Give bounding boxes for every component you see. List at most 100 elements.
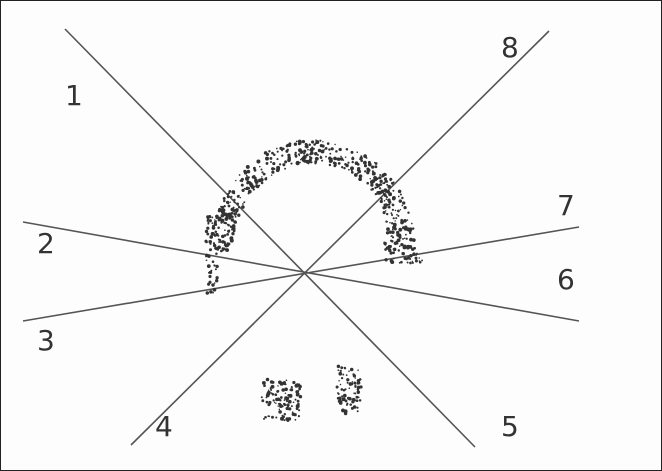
arc-speckle bbox=[212, 260, 215, 263]
cluster-speckle bbox=[338, 380, 340, 382]
arc-speckle bbox=[294, 143, 297, 146]
arc-speckle bbox=[358, 170, 362, 174]
arc-speckle bbox=[218, 208, 221, 211]
arc-speckle bbox=[302, 140, 304, 142]
cluster-speckle bbox=[352, 373, 354, 375]
arc-speckle bbox=[396, 241, 399, 244]
cluster-speckle bbox=[292, 413, 296, 417]
cluster-speckle bbox=[349, 387, 351, 389]
arc-speckle bbox=[346, 148, 349, 151]
cluster-speckle bbox=[354, 393, 356, 395]
arc-speckle bbox=[325, 156, 327, 158]
arc-speckle bbox=[319, 140, 321, 142]
arc-speckle bbox=[400, 193, 402, 195]
cluster-speckle bbox=[278, 410, 282, 414]
arc-speckle bbox=[209, 290, 213, 294]
arc-speckle bbox=[233, 199, 235, 201]
cluster-speckle bbox=[350, 382, 353, 385]
arc-speckle bbox=[401, 197, 403, 199]
cluster-speckle bbox=[349, 403, 352, 406]
arc-speckle bbox=[388, 206, 391, 209]
region-label-2: 2 bbox=[37, 227, 55, 260]
arc-speckle bbox=[403, 245, 406, 248]
arc-speckle bbox=[208, 215, 211, 218]
arc-speckle bbox=[206, 291, 209, 294]
arc-speckle bbox=[272, 162, 275, 165]
arc-speckle bbox=[408, 229, 411, 232]
arc-speckle bbox=[386, 181, 388, 183]
arc-speckle bbox=[340, 156, 342, 158]
cluster-speckle bbox=[285, 392, 287, 394]
arc-speckle bbox=[408, 245, 412, 249]
arc-speckle bbox=[227, 193, 229, 195]
cluster-speckle bbox=[357, 369, 359, 371]
arc-speckle bbox=[323, 149, 325, 151]
arc-speckle bbox=[320, 156, 323, 159]
arc-speckle bbox=[245, 188, 247, 190]
cluster-speckle bbox=[284, 403, 287, 406]
arc-speckle bbox=[261, 169, 263, 171]
line-4-8 bbox=[131, 31, 549, 445]
arc-speckle bbox=[404, 238, 406, 240]
arc-speckle bbox=[261, 171, 263, 173]
cluster-speckle bbox=[347, 382, 349, 384]
arc-speckle bbox=[235, 208, 238, 211]
arc-speckle bbox=[281, 154, 283, 156]
arc-speckle bbox=[268, 150, 270, 152]
cluster-speckle bbox=[346, 378, 349, 381]
arc-speckle bbox=[376, 191, 380, 195]
region-label-5: 5 bbox=[501, 410, 519, 443]
arc-speckle bbox=[366, 182, 369, 185]
cluster-speckle bbox=[291, 386, 293, 388]
arc-speckle bbox=[398, 249, 400, 251]
arc-speckle bbox=[227, 202, 229, 204]
arc-speckle bbox=[320, 144, 323, 147]
arc-speckle bbox=[347, 162, 349, 164]
arc-speckle bbox=[315, 139, 316, 140]
arc-speckle bbox=[391, 240, 394, 243]
cluster-speckle bbox=[340, 388, 343, 391]
arc-speckle bbox=[256, 160, 260, 164]
arc-speckle bbox=[379, 183, 382, 186]
arc-speckle bbox=[225, 248, 229, 252]
arc-speckle bbox=[384, 182, 386, 184]
arc-speckle bbox=[398, 190, 402, 194]
cluster-speckle bbox=[286, 407, 289, 410]
arc-speckle bbox=[342, 159, 344, 161]
arc-speckle bbox=[389, 231, 392, 234]
cluster-speckle bbox=[271, 385, 275, 389]
arc-speckle bbox=[412, 252, 416, 256]
arc-speckle bbox=[339, 148, 341, 150]
cluster-speckle bbox=[341, 395, 343, 397]
arc-speckle bbox=[352, 161, 354, 163]
arc-speckle bbox=[395, 210, 397, 212]
arc-speckle bbox=[224, 217, 228, 221]
arc-speckle bbox=[265, 157, 269, 161]
cluster-speckle bbox=[295, 399, 297, 401]
arc-speckle bbox=[269, 157, 272, 160]
arc-speckle bbox=[363, 161, 367, 165]
arc-speckle bbox=[236, 211, 238, 213]
arc-speckle bbox=[359, 178, 362, 181]
arc-speckle bbox=[328, 148, 330, 150]
arc-speckle bbox=[384, 258, 387, 261]
arc-speckle bbox=[400, 261, 403, 264]
cluster-speckle bbox=[263, 418, 265, 420]
cluster-speckle bbox=[288, 400, 292, 404]
arc-speckle bbox=[213, 288, 217, 292]
arc-speckle bbox=[350, 166, 354, 170]
arc-speckle bbox=[223, 241, 226, 244]
arc-speckle bbox=[317, 154, 319, 156]
speckle-clusters bbox=[261, 365, 363, 422]
region-label-6: 6 bbox=[557, 263, 575, 296]
cluster-speckle bbox=[282, 406, 284, 408]
arc-speckle bbox=[402, 238, 404, 240]
cluster-speckle bbox=[337, 392, 339, 394]
arc-speckle bbox=[375, 183, 378, 186]
cluster-speckle bbox=[357, 410, 359, 412]
arc-speckle bbox=[235, 180, 236, 181]
arc-speckle bbox=[419, 261, 422, 264]
cluster-speckle bbox=[353, 381, 356, 384]
arc-speckle bbox=[338, 162, 341, 165]
cluster-speckle bbox=[343, 394, 347, 398]
